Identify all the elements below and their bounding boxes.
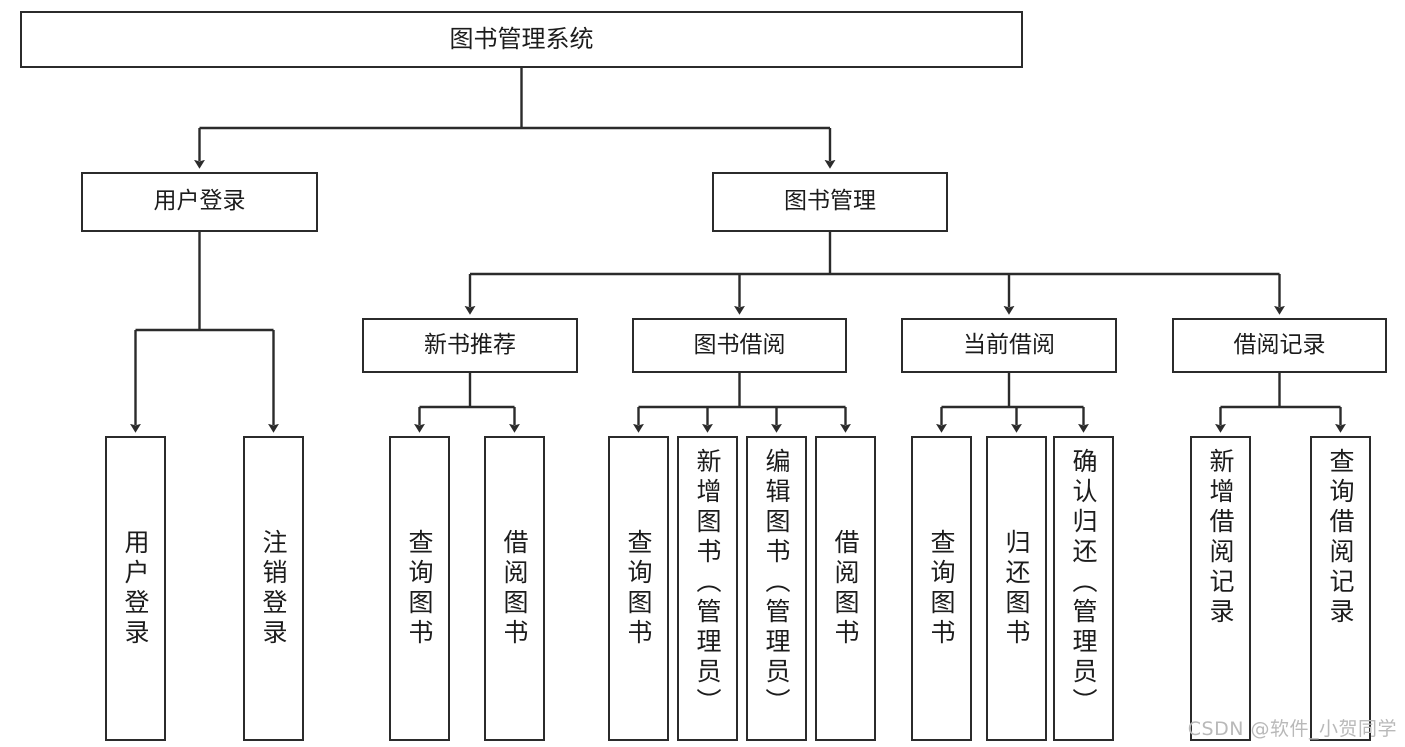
node-root[interactable]: 图书管理系统: [20, 11, 1023, 68]
node-bookmgmt[interactable]: 图书管理: [712, 172, 948, 232]
node-label-leaf-bk-add: 新增图书（管理员）: [693, 448, 722, 718]
node-label-borrow: 图书借阅: [693, 331, 786, 358]
node-leaf-nb-query[interactable]: 查询图书: [389, 436, 450, 741]
node-label-leaf-rec-add: 新增借阅记录: [1206, 448, 1235, 628]
node-label-leaf-user-login: 用户登录: [121, 528, 150, 649]
node-current[interactable]: 当前借阅: [901, 318, 1117, 373]
node-leaf-cur-query[interactable]: 查询图书: [911, 436, 972, 741]
node-leaf-user-login[interactable]: 用户登录: [105, 436, 166, 741]
node-label-bookmgmt: 图书管理: [784, 188, 876, 215]
node-leaf-rec-query[interactable]: 查询借阅记录: [1310, 436, 1371, 741]
node-leaf-bk-borrow[interactable]: 借阅图书: [815, 436, 876, 741]
node-leaf-cur-return[interactable]: 归还图书: [986, 436, 1047, 741]
node-label-login: 用户登录: [153, 188, 246, 215]
node-label-root: 图书管理系统: [449, 25, 594, 54]
node-leaf-bk-edit[interactable]: 编辑图书（管理员）: [746, 436, 807, 741]
node-records[interactable]: 借阅记录: [1172, 318, 1387, 373]
node-login[interactable]: 用户登录: [81, 172, 318, 232]
node-label-leaf-cur-return: 归还图书: [1002, 528, 1031, 649]
node-label-leaf-cur-confirm: 确认归还（管理员）: [1069, 448, 1098, 718]
node-leaf-bk-add[interactable]: 新增图书（管理员）: [677, 436, 738, 741]
node-label-leaf-nb-borrow: 借阅图书: [500, 528, 529, 649]
watermark: CSDN @软件_小贺同学: [1187, 718, 1397, 740]
node-label-leaf-user-logout: 注销登录: [259, 528, 288, 649]
node-label-leaf-bk-edit: 编辑图书（管理员）: [762, 448, 791, 718]
node-newbook[interactable]: 新书推荐: [362, 318, 578, 373]
node-label-leaf-bk-borrow: 借阅图书: [831, 528, 860, 649]
node-leaf-nb-borrow[interactable]: 借阅图书: [484, 436, 545, 741]
node-label-leaf-nb-query: 查询图书: [405, 528, 434, 649]
node-label-newbook: 新书推荐: [424, 331, 516, 358]
node-borrow[interactable]: 图书借阅: [632, 318, 847, 373]
node-label-current: 当前借阅: [963, 331, 1055, 358]
node-label-leaf-bk-query: 查询图书: [624, 528, 653, 649]
node-leaf-user-logout[interactable]: 注销登录: [243, 436, 304, 741]
node-label-leaf-rec-query: 查询借阅记录: [1326, 448, 1355, 628]
node-leaf-rec-add[interactable]: 新增借阅记录: [1190, 436, 1251, 741]
node-leaf-bk-query[interactable]: 查询图书: [608, 436, 669, 741]
node-leaf-cur-confirm[interactable]: 确认归还（管理员）: [1053, 436, 1114, 741]
node-label-leaf-cur-query: 查询图书: [927, 528, 956, 649]
node-label-records: 借阅记录: [1233, 331, 1326, 358]
